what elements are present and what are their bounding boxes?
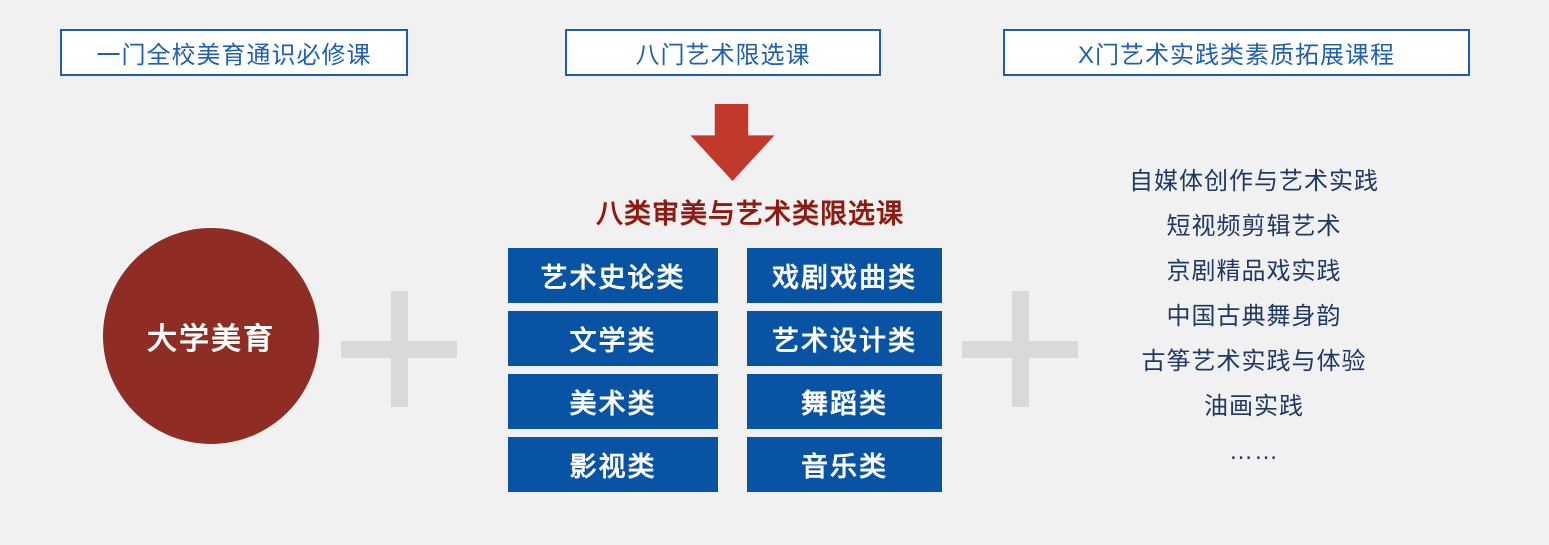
category-box-art-design: 艺术设计类 bbox=[747, 311, 942, 366]
category-box-film-tv: 影视类 bbox=[508, 437, 718, 492]
practice-list-item: 自媒体创作与艺术实践 bbox=[1129, 168, 1379, 195]
header-box-required-course: 一门全校美育通识必修课 bbox=[60, 29, 408, 76]
category-box-drama-opera: 戏剧戏曲类 bbox=[747, 248, 942, 303]
practice-list-item: 古筝艺术实践与体验 bbox=[1141, 348, 1367, 375]
electives-section-title: 八类审美与艺术类限选课 bbox=[596, 199, 904, 229]
core-circle: 大学美育 bbox=[103, 228, 319, 444]
practice-course-list: 自媒体创作与艺术实践 短视频剪辑艺术 京剧精品戏实践 中国古典舞身韵 古筝艺术实… bbox=[1058, 159, 1450, 474]
header-practice-course-label: X门艺术实践类素质拓展课程 bbox=[1077, 42, 1395, 69]
down-arrow-icon bbox=[690, 104, 775, 181]
plus-icon-left bbox=[341, 291, 457, 407]
header-box-elective-course: 八门艺术限选课 bbox=[565, 29, 881, 76]
category-box-literature: 文学类 bbox=[508, 311, 718, 366]
category-box-art-history: 艺术史论类 bbox=[508, 248, 718, 303]
plus-vertical-bar bbox=[1012, 291, 1029, 407]
plus-vertical-bar bbox=[391, 291, 408, 407]
header-box-practice-course: X门艺术实践类素质拓展课程 bbox=[1003, 29, 1470, 76]
practice-list-item: 京剧精品戏实践 bbox=[1166, 258, 1342, 285]
practice-list-item: 短视频剪辑艺术 bbox=[1166, 213, 1342, 240]
category-box-dance: 舞蹈类 bbox=[747, 374, 942, 429]
header-elective-course-label: 八门艺术限选课 bbox=[635, 42, 811, 69]
plus-icon-right bbox=[962, 291, 1078, 407]
category-box-music: 音乐类 bbox=[747, 437, 942, 492]
core-circle-label: 大学美育 bbox=[147, 323, 275, 356]
practice-list-item: 油画实践 bbox=[1204, 393, 1304, 420]
practice-list-ellipsis: …… bbox=[1229, 438, 1279, 465]
practice-list-item: 中国古典舞身韵 bbox=[1166, 303, 1342, 330]
header-required-course-label: 一门全校美育通识必修课 bbox=[96, 42, 372, 69]
category-box-fine-arts: 美术类 bbox=[508, 374, 718, 429]
